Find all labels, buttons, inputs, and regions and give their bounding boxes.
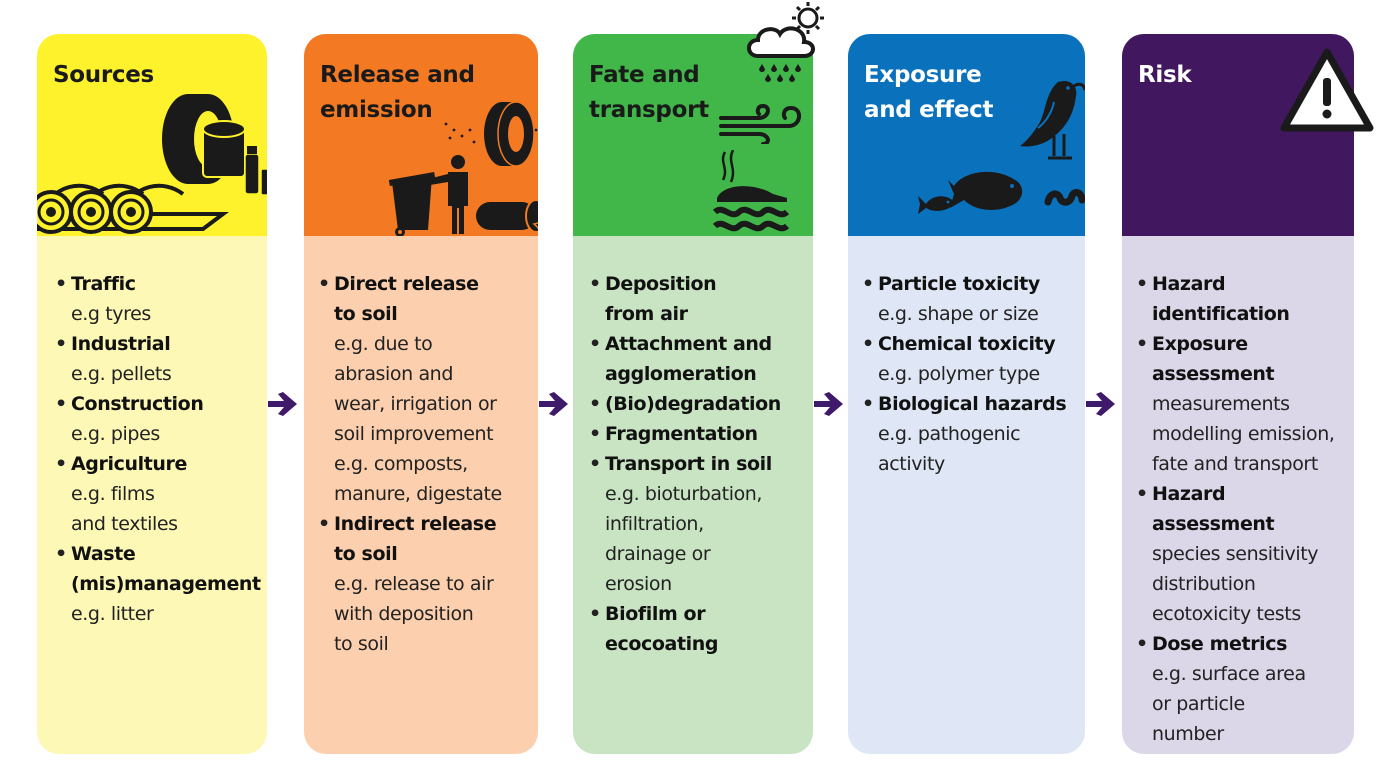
list-item: Attachment and agglomeration	[589, 329, 807, 389]
flow-arrow-icon	[268, 392, 297, 416]
panel-title: Exposure and effect	[864, 62, 994, 123]
flow-arrow-icon	[1086, 392, 1115, 416]
item-detail: species sensitivity distribution ecotoxi…	[1152, 543, 1319, 625]
list-item: Traffic e.g tyres	[55, 269, 261, 329]
panel-sources: Sources	[37, 34, 267, 754]
panel-fate-body: Deposition from air Attachment and agglo…	[573, 236, 813, 754]
item-detail: e.g tyres	[71, 303, 151, 325]
item-detail: e.g. pellets	[71, 363, 172, 385]
item-list: Deposition from air Attachment and agglo…	[589, 269, 807, 659]
tyre-paint-rolls-icon	[37, 94, 267, 234]
item-heading: Attachment and agglomeration	[605, 333, 772, 385]
rain-cloud-sun-icon	[747, 2, 824, 82]
item-detail: e.g. pipes	[71, 423, 160, 445]
panel-release-body: Direct release to soil e.g. due to abrasi…	[304, 236, 538, 754]
list-item: Indirect release to soil e.g. release to …	[318, 509, 532, 659]
panel-sources-header: Sources	[37, 34, 267, 236]
list-item: Construction e.g. pipes	[55, 389, 261, 449]
list-item: Dose metrics e.g. surface area or particl…	[1136, 629, 1348, 749]
item-heading: Indirect release to soil	[334, 513, 497, 565]
bird-icon	[1020, 80, 1085, 160]
item-detail: e.g. bioturbation, infiltration, drainag…	[605, 483, 763, 595]
panel-risk: Risk Hazard identification Exposure asse…	[1122, 34, 1354, 754]
item-heading: Construction	[71, 393, 204, 415]
item-detail: e.g. films and textiles	[71, 483, 178, 535]
list-item: Direct release to soil e.g. due to abrasi…	[318, 269, 532, 509]
list-item: Industrial e.g. pellets	[55, 329, 261, 389]
item-list: Direct release to soil e.g. due to abrasi…	[318, 269, 532, 659]
panel-risk-body: Hazard identification Exposure assessmen…	[1122, 236, 1354, 754]
list-item: Agriculture e.g. films and textiles	[55, 449, 261, 539]
list-item: Transport in soil e.g. bioturbation, infi…	[589, 449, 807, 599]
panel-fate-transport: Fate and transport	[573, 34, 813, 754]
soil-water-icon	[713, 150, 790, 262]
item-heading: Exposure assessment	[1152, 333, 1275, 385]
worm-icon	[1044, 189, 1085, 206]
item-detail: e.g. release to air with deposition to s…	[334, 573, 494, 655]
item-heading: Biofilm or ecocoating	[605, 603, 719, 655]
item-heading: Dose metrics	[1152, 633, 1288, 655]
item-heading: Deposition from air	[605, 273, 717, 325]
item-detail: e.g. shape or size	[878, 303, 1039, 325]
warning-triangle-icon	[1280, 48, 1374, 132]
list-item: Chemical toxicity e.g. polymer type	[862, 329, 1079, 389]
item-detail: e.g. due to abrasion and wear, irrigatio…	[334, 333, 502, 505]
panel-exposure-effect: Exposure and effect Particle toxicity e.g…	[848, 34, 1085, 754]
item-detail: e.g. pathogenic activity	[878, 423, 1021, 475]
item-heading: Hazard assessment	[1152, 483, 1275, 535]
item-heading: Waste (mis)management	[71, 543, 261, 595]
panel-title: Fate and transport	[589, 62, 709, 123]
item-heading: Direct release to soil	[334, 273, 479, 325]
panel-release-emission: Release and emission	[304, 34, 538, 754]
item-detail: measurements modelling emission, fate an…	[1152, 393, 1335, 475]
littering-tyre-pipe-icon	[388, 101, 538, 237]
panel-title: Sources	[53, 62, 154, 88]
item-heading: (Bio)degradation	[605, 393, 781, 415]
list-item: Hazard assessment species sensitivity dis…	[1136, 479, 1348, 629]
item-list: Hazard identification Exposure assessmen…	[1136, 269, 1348, 749]
list-item: Fragmentation	[589, 419, 807, 449]
list-item: Biological hazards e.g. pathogenic activi…	[862, 389, 1079, 479]
panel-exposure-header: Exposure and effect	[848, 34, 1085, 236]
item-detail: e.g. litter	[71, 603, 154, 625]
item-detail: e.g. surface area or particle number	[1152, 663, 1306, 745]
fish-icon	[918, 171, 1023, 214]
item-heading: Agriculture	[71, 453, 187, 475]
wind-icon	[719, 104, 801, 144]
item-heading: Particle toxicity	[878, 273, 1040, 295]
panel-release-header: Release and emission	[304, 34, 538, 237]
list-item: Deposition from air	[589, 269, 807, 329]
flow-arrow-icon	[539, 392, 568, 416]
item-heading: Hazard identification	[1152, 273, 1290, 325]
list-item: Hazard identification	[1136, 269, 1348, 329]
item-heading: Traffic	[71, 273, 136, 295]
item-heading: Biological hazards	[878, 393, 1067, 415]
item-heading: Industrial	[71, 333, 171, 355]
list-item: (Bio)degradation	[589, 389, 807, 419]
panel-title: Release and emission	[320, 62, 475, 123]
list-item: Exposure assessment measurements modellin…	[1136, 329, 1348, 479]
panel-exposure-body: Particle toxicity e.g. shape or size Chem…	[848, 236, 1085, 754]
item-detail: e.g. polymer type	[878, 363, 1040, 385]
flow-arrow-icon	[814, 392, 843, 416]
list-item: Waste (mis)management e.g. litter	[55, 539, 261, 629]
list-item: Biofilm or ecocoating	[589, 599, 807, 659]
list-item: Particle toxicity e.g. shape or size	[862, 269, 1079, 329]
panel-title: Risk	[1138, 62, 1192, 88]
item-list: Particle toxicity e.g. shape or size Chem…	[862, 269, 1079, 479]
item-heading: Transport in soil	[605, 453, 772, 475]
item-heading: Chemical toxicity	[878, 333, 1056, 355]
item-heading: Fragmentation	[605, 423, 758, 445]
